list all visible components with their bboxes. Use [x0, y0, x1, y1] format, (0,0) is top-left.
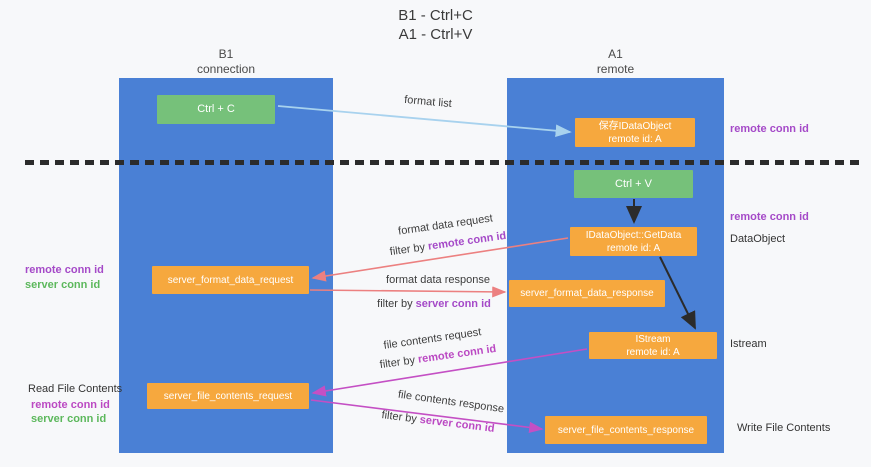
arrow-format-data-response	[309, 286, 507, 298]
node-server-file-contents-request: server_file_contents_request	[147, 383, 309, 409]
filter-prefix: filter by	[379, 353, 419, 372]
node-ctrl-c: Ctrl + C	[157, 95, 275, 124]
node-getdata-line1: IDataObject::GetData	[585, 229, 682, 241]
label-server-conn-id-left-bottom: server conn id	[31, 413, 107, 425]
lane-header-b1: B1 connection	[119, 47, 333, 77]
node-server-format-data-response: server_format_data_response	[509, 280, 665, 307]
node-server-file-contents-response: server_file_contents_response	[545, 416, 707, 444]
lane-header-a1: A1 remote	[507, 47, 724, 77]
node-getdata-line2: remote id: A	[606, 242, 661, 254]
label-remote-conn-id-left-bottom: remote conn id	[31, 399, 110, 411]
title-line-2: A1 - Ctrl+V	[398, 26, 473, 43]
dashed-divider	[25, 160, 863, 165]
label-read-file-contents: Read File Contents	[28, 383, 123, 395]
node-ctrl-v-label: Ctrl + V	[615, 177, 652, 190]
node-file-request-label: server_file_contents_request	[163, 390, 293, 402]
node-ctrl-v: Ctrl + V	[574, 170, 693, 198]
node-format-response-label: server_format_data_response	[520, 288, 654, 299]
filter-key-remote-conn-id: remote conn id	[427, 229, 507, 253]
label-istream: Istream	[730, 338, 767, 350]
edge-label-file-contents-response: file contents response	[397, 388, 505, 416]
node-format-request-label: server_format_data_request	[167, 274, 294, 286]
lane-a1-title: A1	[608, 47, 623, 61]
label-remote-conn-id-right-mid: remote conn id	[730, 211, 809, 223]
node-file-response-label: server_file_contents_response	[557, 424, 695, 436]
diagram-title: B1 - Ctrl+C A1 - Ctrl+V	[0, 6, 871, 44]
lane-a1-subtitle: remote	[596, 62, 635, 76]
node-idataobject-getdata: IDataObject::GetData remote id: A	[570, 227, 697, 256]
lane-b1-title: B1	[218, 47, 234, 61]
label-server-conn-id-left-top: server conn id	[25, 279, 101, 291]
node-istream-line1: IStream	[635, 333, 671, 345]
edge-label-format-list: format list	[403, 93, 453, 111]
filter-prefix: filter by	[380, 409, 421, 426]
edge-label-file-response-filter: filter by server conn id	[378, 409, 499, 436]
node-server-format-data-request: server_format_data_request	[152, 266, 309, 294]
edge-label-format-data-response: format data response	[386, 274, 490, 286]
label-remote-conn-id-right-top: remote conn id	[730, 123, 809, 135]
label-remote-conn-id-left-top: remote conn id	[25, 264, 104, 276]
edge-label-format-response-filter: filter by server conn id	[375, 298, 493, 310]
filter-key-remote-conn-id: remote conn id	[417, 342, 497, 366]
node-save-idataobject-line1: 保存IDataObject	[598, 120, 672, 132]
node-istream-line2: remote id: A	[626, 346, 680, 358]
node-istream: IStream remote id: A	[589, 332, 717, 359]
node-save-idataobject: 保存IDataObject remote id: A	[575, 118, 695, 147]
label-write-file-contents: Write File Contents	[737, 422, 831, 434]
node-save-idataobject-line2: remote id: A	[608, 133, 662, 145]
label-dataobject: DataObject	[730, 233, 786, 245]
filter-prefix: filter by	[377, 298, 416, 310]
filter-key-server-conn-id: server conn id	[415, 298, 491, 310]
lane-b1-subtitle: connection	[196, 62, 256, 76]
node-ctrl-c-label: Ctrl + C	[197, 103, 235, 115]
filter-prefix: filter by	[389, 240, 429, 259]
title-line-1: B1 - Ctrl+C	[398, 7, 473, 24]
filter-key-server-conn-id: server conn id	[419, 413, 496, 435]
